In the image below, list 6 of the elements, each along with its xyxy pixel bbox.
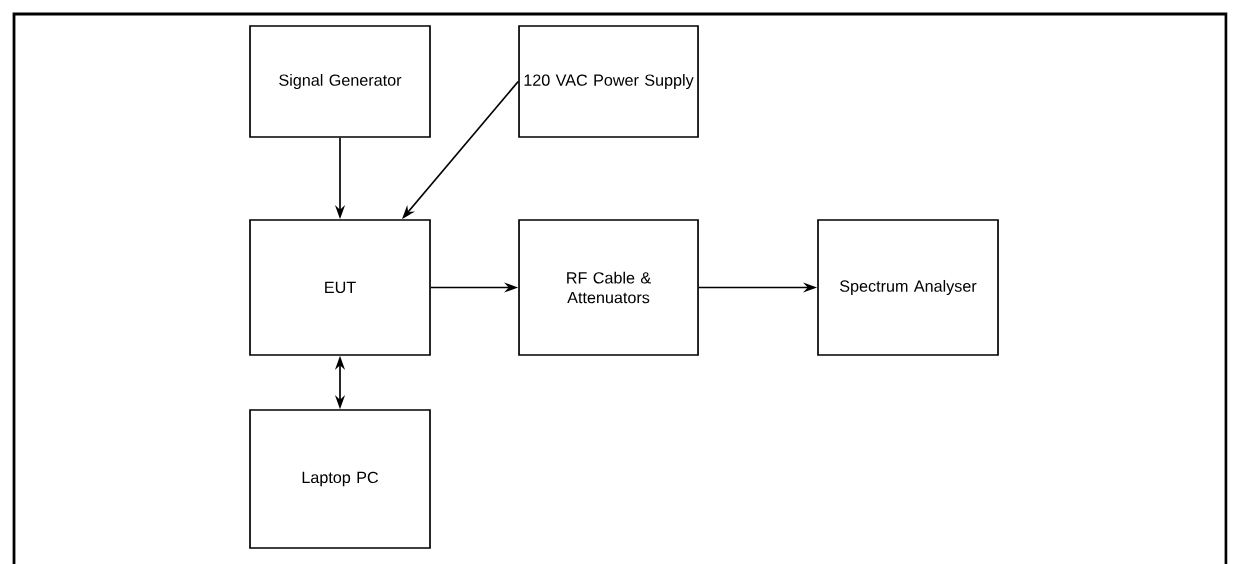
block-box: 120 VAC Power Supply [518, 25, 699, 138]
block-box: Spectrum Analyser [817, 219, 999, 356]
block-box: RF Cable & Attenuators [518, 219, 699, 356]
block-box: Signal Generator [249, 25, 431, 138]
block-box: EUT [249, 219, 431, 356]
block-box: Laptop PC [249, 409, 431, 549]
